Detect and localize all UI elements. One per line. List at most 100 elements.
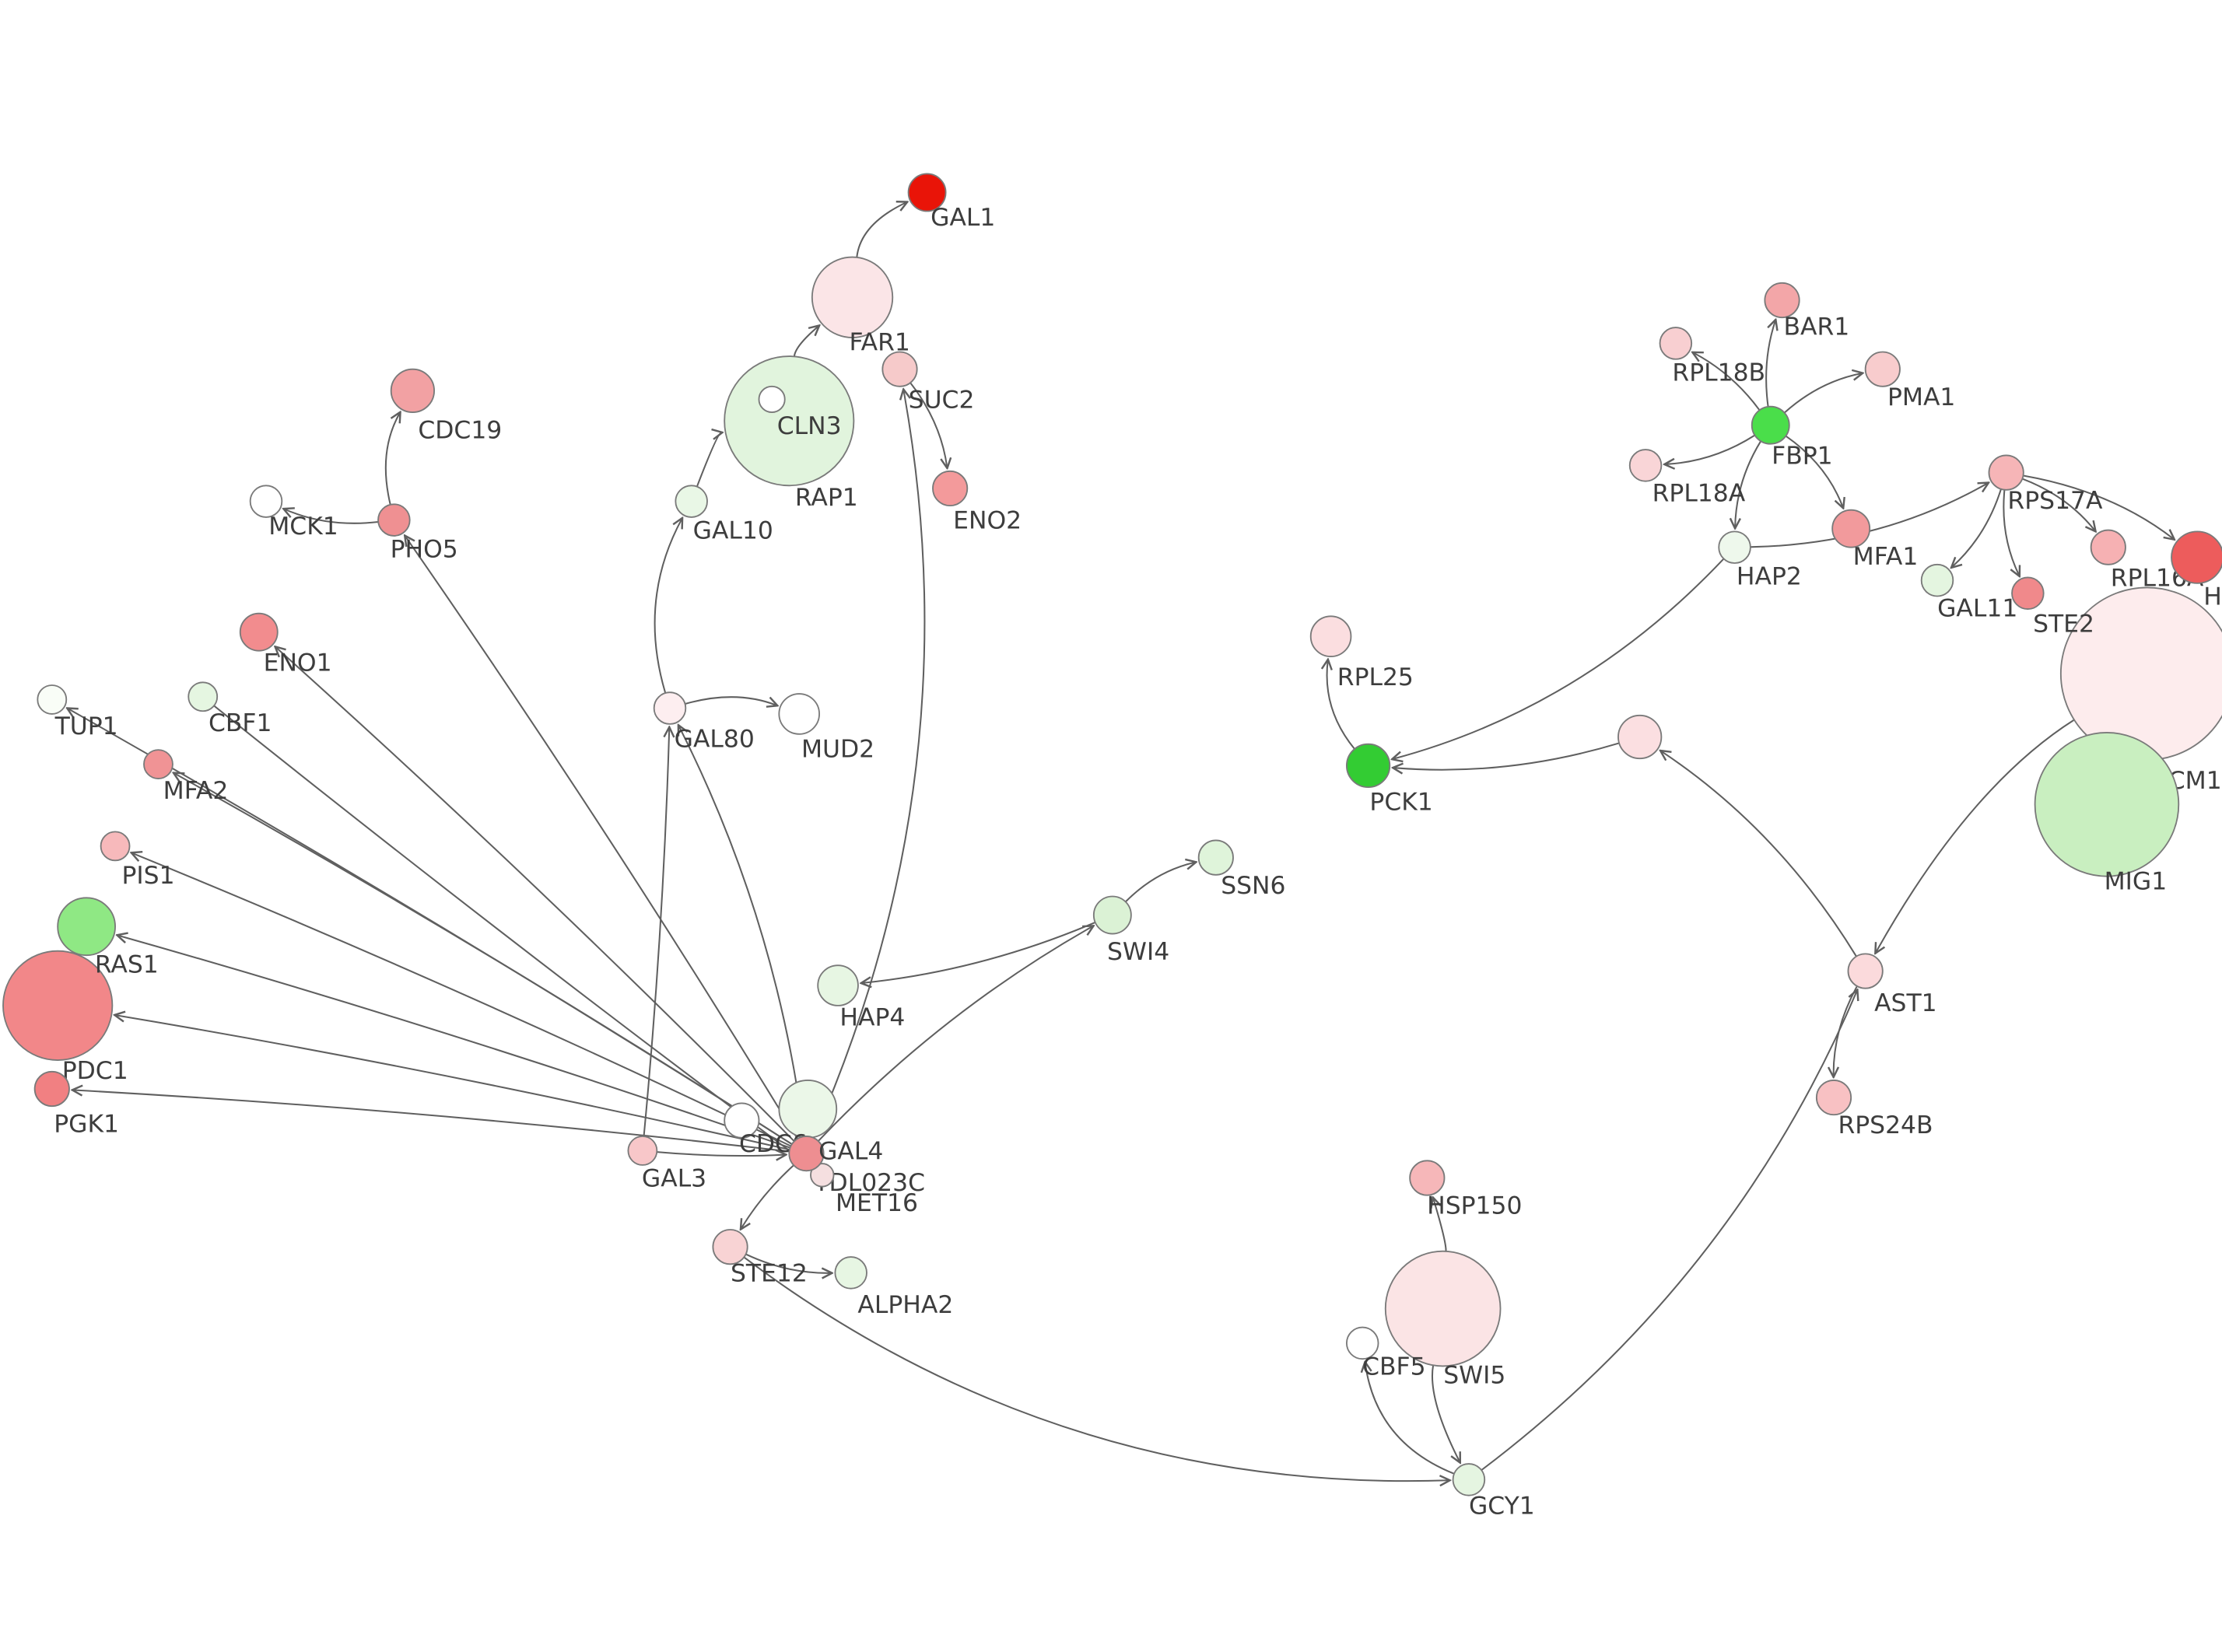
node-circle-gal4[interactable] (788, 1136, 825, 1172)
node-circle-pdc1[interactable] (2, 950, 114, 1061)
node-circle-ssn6[interactable] (1197, 839, 1234, 876)
node-his4[interactable]: HIS4 (2171, 530, 2222, 611)
node-pdc1[interactable]: PDC1 (2, 950, 128, 1085)
node-rps24b[interactable]: RPS24B (1815, 1079, 1933, 1139)
node-circle-eno1[interactable] (239, 612, 279, 652)
node-mck1[interactable]: MCK1 (249, 485, 338, 541)
node-circle-ste2[interactable] (2011, 576, 2045, 611)
node-circle-rps24b[interactable] (1815, 1079, 1852, 1116)
node-circle-pma1[interactable] (1864, 351, 1901, 387)
node-hap4[interactable]: HAP4 (817, 964, 905, 1032)
node-pho5[interactable]: PHO5 (377, 503, 458, 564)
node-circle-swi4[interactable] (1092, 895, 1132, 935)
node-suc2[interactable]: SUC2 (881, 351, 974, 415)
node-cbf1[interactable]: CBF1 (188, 681, 272, 737)
node-circle-rps17a[interactable] (1988, 454, 2024, 491)
node-circle-pgk1[interactable] (33, 1070, 70, 1108)
node-rpl18a[interactable]: RPL18A (1628, 449, 1746, 508)
node-rap1[interactable]: RAP1 (758, 385, 858, 512)
node-circle-ste12[interactable] (712, 1229, 748, 1265)
node-gal3[interactable]: GAL3 (627, 1136, 706, 1193)
node-gal11[interactable]: GAL11 (1920, 563, 2018, 622)
node-gal4[interactable]: GAL4 (788, 1136, 883, 1172)
node-tup1[interactable]: TUP1 (37, 684, 118, 740)
node-cln3[interactable]: CLN3 (724, 355, 855, 487)
node-bar1[interactable]: BAR1 (1764, 282, 1849, 341)
node-circle-alpha2[interactable] (834, 1256, 867, 1290)
node-pma1[interactable]: PMA1 (1864, 351, 1956, 411)
node-circle-rpl18b[interactable] (1659, 327, 1693, 360)
node-gal80[interactable]: GAL80 (653, 691, 755, 753)
node-circle-met16[interactable] (810, 1163, 835, 1188)
node-circle-his4[interactable] (2171, 530, 2222, 584)
node-rpl18b[interactable]: RPL18B (1659, 327, 1766, 387)
node-gal1[interactable]: GAL1 (907, 173, 996, 232)
node-circle-eno2[interactable] (932, 470, 969, 507)
node-circle-cdc19[interactable] (390, 368, 436, 413)
node-circle-swi5[interactable] (1384, 1250, 1502, 1367)
node-eno1[interactable]: ENO1 (239, 612, 332, 677)
node-circle-cbf5[interactable] (1345, 1326, 1379, 1360)
node-met16[interactable]: MET16 (810, 1163, 918, 1217)
node-circle-mfa2[interactable] (143, 749, 173, 779)
node-ste12[interactable]: STE12 (712, 1229, 808, 1287)
node-circle-rap1[interactable] (758, 385, 786, 413)
node-circle-gal11[interactable] (1920, 563, 1954, 597)
node-mig1[interactable]: MIG1 (2034, 732, 2180, 895)
node-circle-rpl25[interactable] (1309, 615, 1352, 657)
node-cdc19[interactable]: CDC19 (390, 368, 503, 445)
node-circle-cdc6[interactable] (724, 1102, 760, 1139)
node-circle-mfa1[interactable] (1831, 509, 1871, 548)
node-mfa2[interactable]: MFA2 (143, 749, 228, 805)
node-circle-ras1[interactable] (57, 897, 116, 957)
node-circle-pck1[interactable] (1345, 743, 1391, 789)
node-pck1[interactable]: PCK1 (1345, 743, 1433, 817)
node-rps17a[interactable]: RPS17A (1988, 454, 2103, 515)
node-circle-unnamed[interactable] (1617, 714, 1663, 760)
node-circle-cbf1[interactable] (188, 681, 219, 712)
node-hsp150[interactable]: HSP150 (1409, 1160, 1522, 1220)
node-circle-ast1[interactable] (1847, 953, 1884, 989)
node-rpl25[interactable]: RPL25 (1309, 615, 1414, 691)
node-circle-gal80[interactable] (653, 691, 687, 725)
node-circle-mig1[interactable] (2034, 732, 2180, 877)
node-gcy1[interactable]: GCY1 (1452, 1463, 1535, 1521)
node-circle-pho5[interactable] (377, 503, 411, 537)
node-circle-fbp1[interactable] (1751, 405, 1790, 445)
node-ras1[interactable]: RAS1 (57, 897, 159, 978)
node-circle-rpl18a[interactable] (1628, 449, 1663, 482)
node-eno2[interactable]: ENO2 (932, 470, 1022, 535)
node-alpha2[interactable]: ALPHA2 (834, 1256, 953, 1319)
node-circle-hsp150[interactable] (1409, 1160, 1446, 1196)
node-circle-ydl023c[interactable] (778, 1079, 838, 1139)
node-swi4[interactable]: SWI4 (1092, 895, 1169, 966)
node-unnamed[interactable] (1617, 714, 1663, 760)
node-circle-cln3[interactable] (724, 355, 855, 487)
node-circle-mud2[interactable] (778, 693, 820, 735)
node-ast1[interactable]: AST1 (1847, 953, 1937, 1017)
node-mud2[interactable]: MUD2 (778, 693, 874, 763)
node-circle-bar1[interactable] (1764, 282, 1800, 319)
node-circle-hap2[interactable] (1718, 530, 1751, 564)
node-swi5[interactable]: SWI5 (1384, 1250, 1506, 1390)
node-ste2[interactable]: STE2 (2011, 576, 2094, 639)
node-cbf5[interactable]: CBF5 (1345, 1326, 1426, 1381)
node-circle-gal3[interactable] (627, 1136, 658, 1166)
node-circle-rpl16a[interactable] (2090, 529, 2126, 565)
node-circle-gcy1[interactable] (1452, 1463, 1486, 1496)
node-circle-far1[interactable] (811, 256, 894, 338)
node-far1[interactable]: FAR1 (811, 256, 910, 357)
node-fbp1[interactable]: FBP1 (1751, 405, 1833, 471)
node-pgk1[interactable]: PGK1 (33, 1070, 119, 1139)
node-circle-gal10[interactable] (675, 485, 708, 518)
node-circle-tup1[interactable] (37, 684, 68, 715)
node-circle-gal1[interactable] (907, 173, 947, 212)
node-pis1[interactable]: PIS1 (100, 831, 175, 890)
node-circle-suc2[interactable] (881, 351, 918, 387)
node-gal10[interactable]: GAL10 (675, 485, 773, 545)
node-ssn6[interactable]: SSN6 (1197, 839, 1286, 900)
node-mfa1[interactable]: MFA1 (1831, 509, 1918, 571)
node-circle-pis1[interactable] (100, 831, 131, 862)
node-circle-hap4[interactable] (817, 964, 859, 1006)
node-hap2[interactable]: HAP2 (1718, 530, 1802, 591)
